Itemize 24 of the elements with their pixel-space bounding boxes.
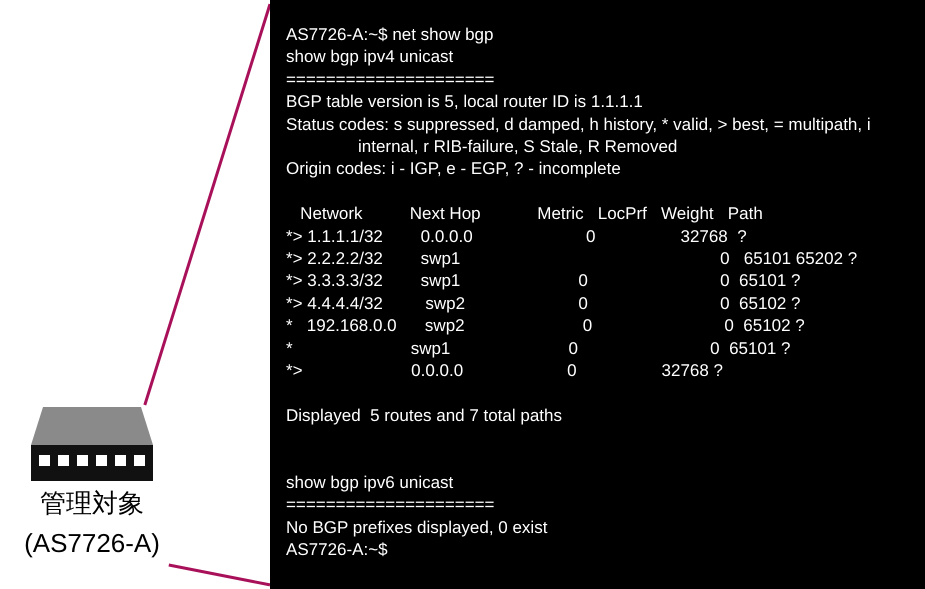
terminal-output-line: *> 0.0.0.0 0 32768 ? [286, 360, 723, 382]
terminal-output-line: *> 3.3.3.3/32 swp1 0 0 65101 ? [286, 270, 800, 292]
device-label: (AS7726-A) [23, 527, 161, 560]
terminal-output-line: *> 4.4.4.4/32 swp2 0 0 65102 ? [286, 292, 800, 315]
terminal-output-line: *> 2.2.2.2/32 swp1 0 65101 65202 ? [286, 248, 858, 270]
leader-line [143, 4, 272, 406]
terminal-screen [270, 0, 925, 589]
terminal-output-line: ===================== [286, 68, 494, 91]
terminal-output-line: ===================== [286, 494, 494, 516]
device-label: 管理対象 [39, 487, 145, 520]
leader-line [168, 564, 270, 586]
terminal-output-line: *> 1.1.1.1/32 0.0.0.0 0 32768 ? [286, 226, 747, 248]
terminal-output-line: * swp1 0 0 65101 ? [286, 338, 791, 360]
terminal-output-line: Origin codes: i - IGP, e - EGP, ? - incomplete [286, 158, 621, 180]
terminal-output-line: No BGP prefixes displayed, 0 exist [286, 516, 548, 539]
terminal-output-line: show bgp ipv6 unicast [286, 472, 454, 494]
terminal-output-line: Displayed 5 routes and 7 total paths [286, 404, 562, 427]
terminal-output-line: BGP table version is 5, local router ID is 1.1.1.1 [286, 91, 643, 114]
terminal-output-line: show bgp ipv4 unicast [286, 46, 454, 68]
terminal-output-line: AS7726-A:~$ net show bgp [286, 24, 494, 46]
terminal-output-line: Status codes: s suppressed, d damped, h history, * valid, > best, = multipath, i internal, r RIB-failure, S Stale, R Removed [286, 114, 872, 158]
terminal-output-line: * 192.168.0.0 swp2 0 0 65102 ? [286, 315, 805, 338]
terminal-output-line: AS7726-A:~$ [286, 539, 388, 562]
terminal-output-line: Network Next Hop Metric LocPrf Weight Path [299, 203, 763, 226]
